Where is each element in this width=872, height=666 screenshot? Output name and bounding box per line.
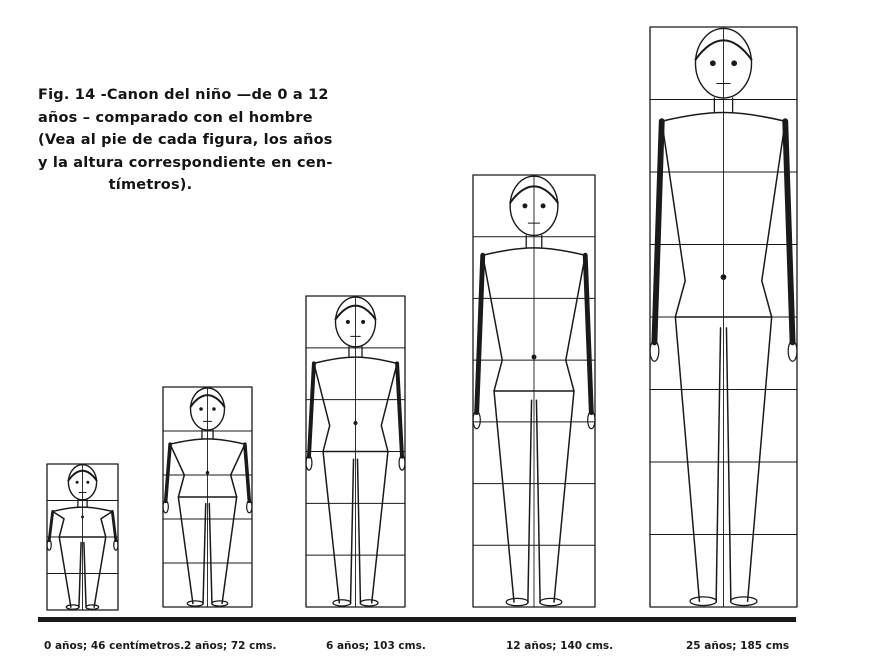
eye [709,60,716,67]
torso [51,506,114,538]
navel [531,354,537,360]
left-foot [186,600,204,607]
left-hand [649,340,660,362]
eye [212,407,216,411]
eye [731,60,738,67]
left-foot [332,599,352,607]
navel [720,274,727,281]
right-leg [208,496,238,605]
left-arm [163,442,172,504]
left-hand [162,499,169,514]
right-leg [535,390,575,603]
left-leg [493,390,533,603]
right-arm [395,361,405,459]
figure-label-age-12: 12 años; 140 cms. [506,640,614,652]
figure-newborn [46,463,119,611]
hair [694,39,753,61]
torso [482,247,586,392]
right-foot [729,596,758,607]
left-leg [177,496,207,605]
caption-line: Fig. 14 -Canon del niño —de 0 a 12 [38,87,329,103]
left-foot [689,596,718,607]
navel [81,515,84,519]
caption-line: (Vea al pie de cada figura, los años [38,132,333,148]
head [334,296,377,348]
right-hand [398,455,406,471]
eye [199,407,203,411]
right-foot [85,604,100,610]
left-foot [65,604,80,610]
figure-age-6 [305,295,406,608]
right-arm [243,442,252,504]
hair [509,185,559,204]
right-hand [113,539,119,551]
figure-label-adult: 25 años; 185 cms [686,640,790,652]
left-arm [47,510,55,543]
figures-layer [46,26,798,611]
right-leg [83,536,107,608]
head [694,27,753,99]
left-foot [505,597,529,607]
eye [540,203,546,209]
torso [313,356,398,453]
left-hand [472,410,481,430]
left-hand [46,539,52,551]
right-foot [359,599,379,607]
torso [661,111,786,318]
hair [67,469,98,482]
eye [86,480,90,484]
right-leg [356,450,389,604]
figure-caption: Fig. 14 -Canon del niño —de 0 a 12 años … [38,84,368,197]
left-arm [474,252,486,416]
head [509,175,559,237]
caption-line: tímetros). [108,177,193,193]
right-arm [782,118,796,346]
eye [361,319,366,324]
head [189,387,226,431]
head [67,464,98,501]
left-hand [305,455,313,471]
right-foot [211,600,229,607]
left-leg [674,316,722,602]
right-hand [787,340,798,362]
figure-age-2 [162,386,253,608]
right-hand [246,499,253,514]
figure-label-newborn: 0 años; 46 centímetros. [44,640,185,652]
eye [345,319,350,324]
torso [169,438,246,498]
eye [522,203,528,209]
ground-line [38,617,796,622]
figure-age-12 [472,174,596,608]
caption-line: años – comparado con el hombre [38,109,313,126]
figure-label-age-6: 6 años; 103 cms. [326,640,426,652]
caption-line: y la altura correspondiente en cen- [38,154,333,171]
navel [353,420,358,426]
left-leg [322,450,355,604]
hair [334,304,377,321]
left-leg [58,536,82,608]
right-arm [110,510,118,543]
hair [189,394,226,408]
left-arm [651,118,665,346]
figure-label-age-2: 2 años; 72 cms. [184,640,277,652]
left-arm [306,361,316,459]
right-leg [725,316,773,602]
navel [205,471,210,475]
right-hand [587,410,596,430]
eye [75,480,79,484]
right-foot [539,597,563,607]
right-arm [582,252,594,416]
figure-adult [649,26,798,608]
